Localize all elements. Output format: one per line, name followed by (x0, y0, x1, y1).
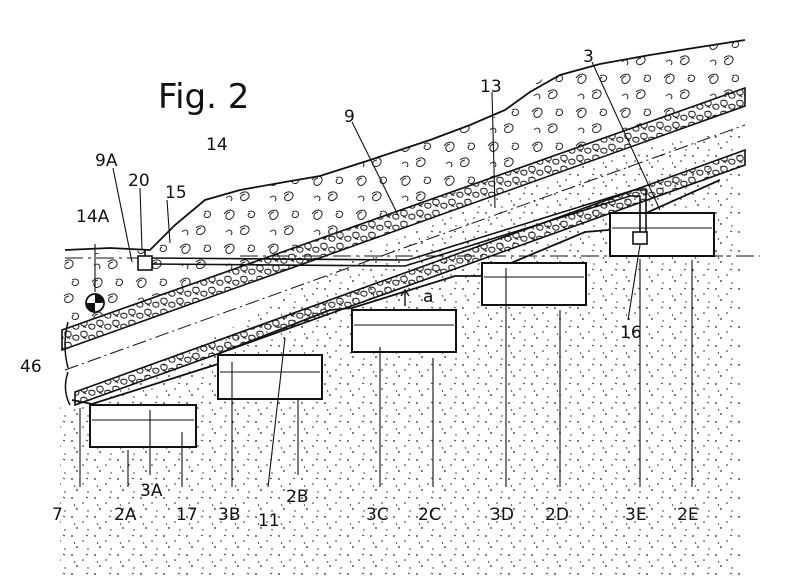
label-46: 46 (20, 357, 42, 377)
label-3c: 3C (366, 505, 389, 525)
stone-bedding-lower (74, 148, 746, 407)
label-3b: 3B (218, 505, 240, 525)
tank-2b (217, 354, 323, 400)
slope-centre-line (64, 124, 746, 371)
label-a: a (423, 287, 433, 307)
label-2d: 2D (545, 505, 569, 525)
label-3: 3 (583, 47, 594, 67)
label-7: 7 (52, 505, 63, 525)
tank-2a (89, 404, 197, 448)
label-16: 16 (620, 323, 642, 343)
tank-2e (609, 212, 715, 257)
label-2b: 2B (286, 487, 308, 507)
label-13: 13 (480, 77, 502, 97)
tank-2c (351, 309, 457, 353)
label-15: 15 (165, 183, 187, 203)
inlet-16 (632, 231, 648, 245)
label-14a: 14A (76, 207, 110, 227)
leader-lines (79, 61, 693, 488)
earth-fill-14 (62, 40, 745, 330)
label-11: 11 (258, 511, 280, 531)
terrain-surface-line (64, 39, 746, 251)
figure-title: Fig. 2 (158, 77, 249, 117)
marker-14a (85, 293, 105, 313)
tank-2d (481, 262, 587, 306)
label-14: 14 (206, 135, 228, 155)
label-2e: 2E (677, 505, 699, 525)
label-3a: 3A (140, 481, 163, 501)
pipe-9 (149, 189, 647, 267)
label-9: 9 (344, 107, 355, 127)
label-2c: 2C (418, 505, 441, 525)
dimension-a (400, 288, 410, 306)
layer-bracket-46 (64, 321, 71, 406)
label-20: 20 (128, 171, 150, 191)
label-3e: 3E (625, 505, 647, 525)
valve-fitting-20 (137, 250, 153, 271)
label-2a: 2A (114, 505, 137, 525)
label-17: 17 (176, 505, 198, 525)
ground-step-outline (71, 179, 721, 405)
label-9a: 9A (95, 151, 118, 171)
label-3d: 3D (490, 505, 514, 525)
